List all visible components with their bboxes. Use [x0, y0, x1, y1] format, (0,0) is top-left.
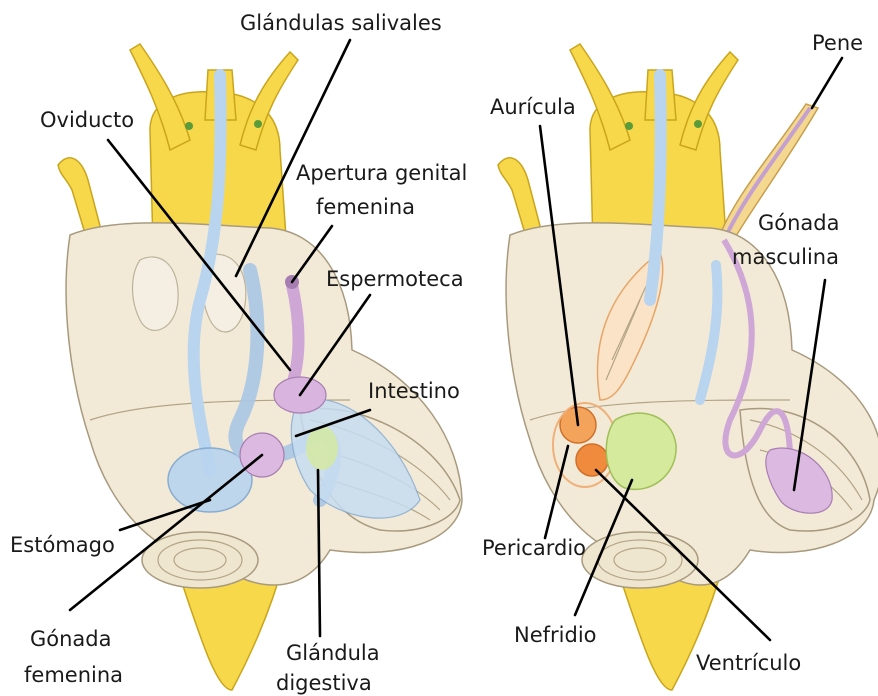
- label-ventriculo: Ventrículo: [696, 651, 801, 675]
- right-shell-body: [506, 223, 878, 585]
- label-intestino: Intestino: [368, 379, 460, 403]
- leader-pene: [812, 58, 842, 108]
- label-gonada-masculina-line2: masculina: [732, 245, 839, 269]
- label-glandulas-salivales: Glándulas salivales: [240, 11, 442, 35]
- left-green-tissue: [306, 426, 338, 470]
- label-oviducto: Oviducto: [40, 108, 134, 132]
- label-gonada-femenina-line1: Gónada: [30, 627, 112, 651]
- right-snail-illustration: [498, 44, 878, 690]
- label-pene: Pene: [812, 31, 863, 55]
- right-eye-right: [694, 120, 702, 128]
- left-salivary-gland-left: [133, 257, 179, 330]
- label-estomago: Estómago: [10, 533, 115, 557]
- left-eye-left: [185, 122, 193, 130]
- label-glandula-digestiva-line1: Glándula: [286, 641, 380, 665]
- label-apertura-genital-line2: femenina: [316, 195, 415, 219]
- label-pericardio: Pericardio: [482, 536, 586, 560]
- left-snail-illustration: [58, 44, 462, 690]
- right-eye-left: [625, 122, 633, 130]
- label-auricula: Aurícula: [490, 95, 576, 119]
- right-ventricle: [576, 444, 608, 476]
- label-apertura-genital-line1: Apertura genital: [296, 161, 467, 185]
- label-glandula-digestiva-line2: digestiva: [276, 671, 372, 695]
- label-gonada-femenina-line2: femenina: [24, 663, 123, 687]
- label-espermoteca: Espermoteca: [326, 267, 464, 291]
- label-gonada-masculina-line1: Gónada: [758, 211, 840, 235]
- label-nefridio: Nefridio: [514, 623, 597, 647]
- left-eye-right: [254, 120, 262, 128]
